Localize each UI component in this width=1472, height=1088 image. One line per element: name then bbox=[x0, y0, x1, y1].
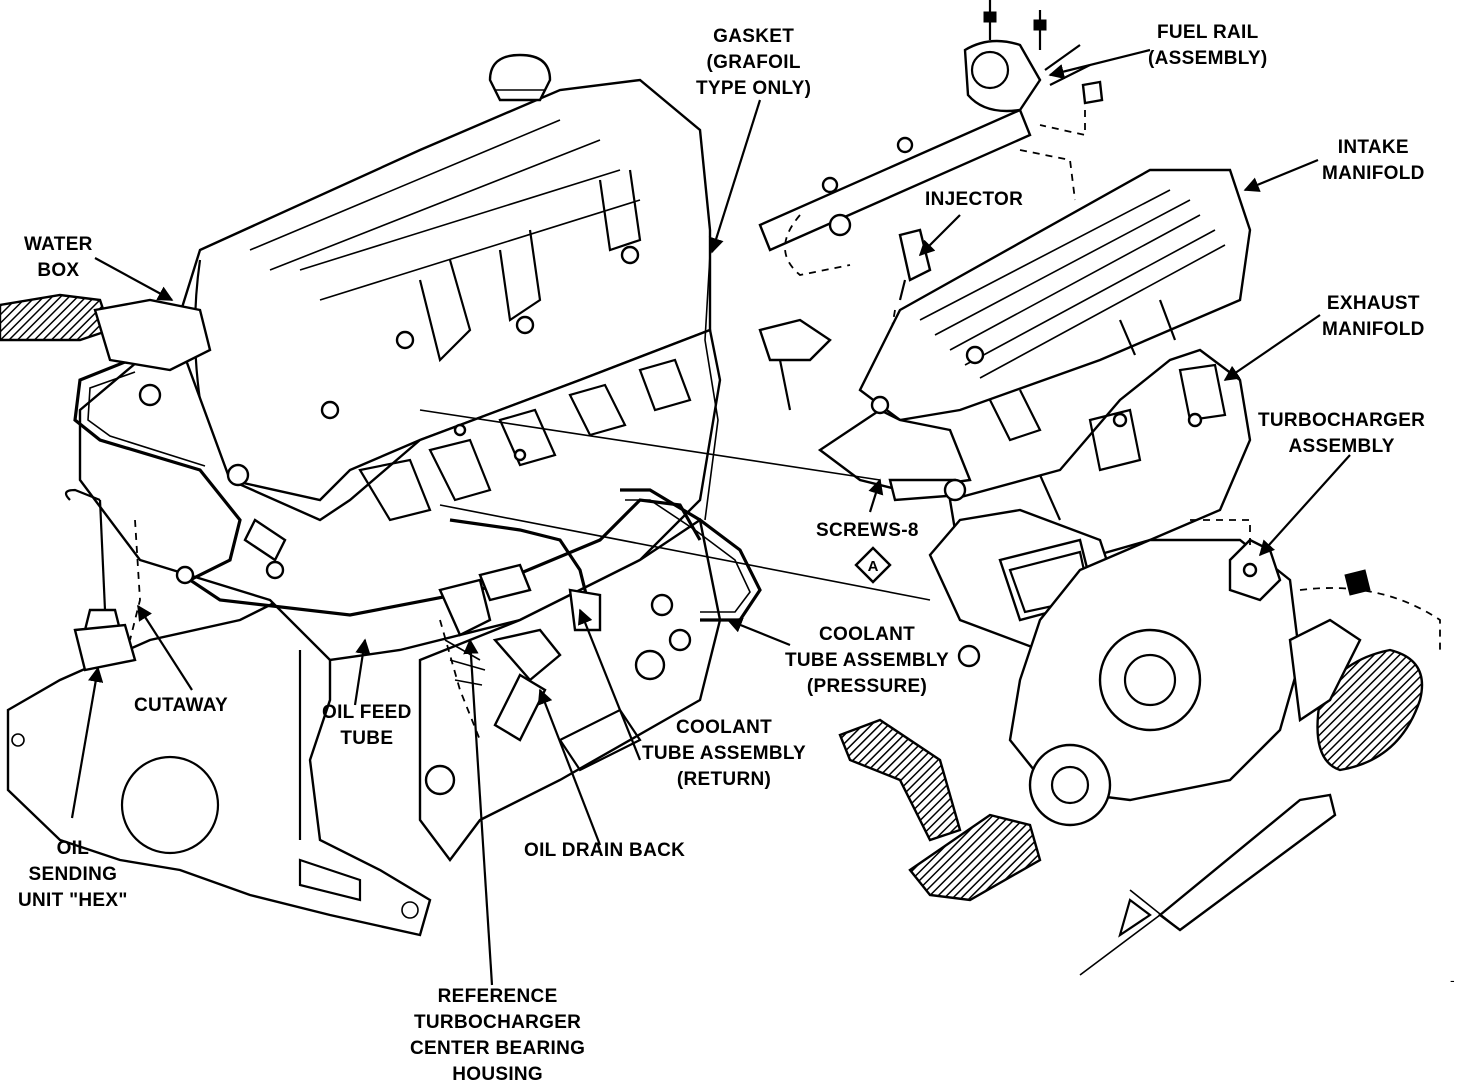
label-coolant-pressure: COOLANT TUBE ASSEMBLY (PRESSURE) bbox=[785, 622, 949, 700]
label-coolant-return-line: COOLANT bbox=[675, 717, 773, 738]
label-cutaway: CUTAWAY bbox=[134, 693, 228, 719]
turbo-hoses-drawing bbox=[838, 718, 1042, 902]
oil-drain-back-drawing bbox=[438, 578, 562, 742]
leader-lines bbox=[70, 48, 1351, 986]
label-water-box-line: BOX bbox=[37, 260, 80, 281]
fuel-rail-drawing bbox=[758, 0, 1104, 276]
label-fuel-rail-line: (ASSEMBLY) bbox=[1148, 48, 1268, 69]
label-coolant-return-line: TUBE ASSEMBLY bbox=[642, 743, 807, 764]
label-reference-housing-line: CENTER BEARING bbox=[410, 1038, 586, 1059]
label-coolant-pressure-line: (PRESSURE) bbox=[806, 676, 928, 697]
screws-callout-diamond: A bbox=[854, 546, 892, 584]
label-intake-manifold-line: MANIFOLD bbox=[1322, 163, 1425, 184]
water-box-drawing bbox=[0, 293, 212, 407]
label-oil-feed-tube: OIL FEED TUBE bbox=[322, 700, 412, 752]
label-oil-sending-unit-line: OIL bbox=[56, 838, 90, 859]
engine-block-side bbox=[418, 518, 722, 862]
screws-callout-letter: A bbox=[868, 558, 879, 575]
label-coolant-return: COOLANT TUBE ASSEMBLY (RETURN) bbox=[642, 715, 806, 793]
label-gasket-line: TYPE ONLY) bbox=[696, 78, 812, 99]
label-coolant-pressure-line: TUBE ASSEMBLY bbox=[785, 650, 950, 671]
label-gasket-line: GASKET bbox=[713, 26, 795, 47]
cylinder-head bbox=[78, 327, 722, 662]
turbocharger-drawing bbox=[928, 508, 1441, 827]
label-oil-feed-tube-line: OIL FEED bbox=[322, 702, 412, 723]
label-fuel-rail-line: FUEL RAIL bbox=[1156, 22, 1259, 43]
label-injector-line: INJECTOR bbox=[925, 189, 1024, 210]
oil-feed-tube-drawing bbox=[73, 343, 702, 617]
label-oil-sending-unit-line: SENDING bbox=[28, 864, 118, 885]
svg-text:-: - bbox=[1450, 972, 1455, 988]
label-coolant-return-line: (RETURN) bbox=[676, 769, 772, 790]
label-gasket: GASKET (GRAFOIL TYPE ONLY) bbox=[696, 24, 811, 102]
oil-sending-unit-drawing bbox=[64, 488, 141, 672]
label-reference-housing: REFERENCE TURBOCHARGER CENTER BEARING HO… bbox=[410, 984, 585, 1088]
label-turbocharger-assembly: TURBOCHARGER ASSEMBLY bbox=[1258, 408, 1425, 460]
label-exhaust-manifold-line: EXHAUST bbox=[1326, 293, 1420, 314]
label-turbocharger-assembly-line: TURBOCHARGER bbox=[1258, 410, 1426, 431]
label-gasket-line: (GRAFOIL bbox=[706, 52, 801, 73]
label-reference-housing-line: REFERENCE bbox=[437, 986, 558, 1007]
label-oil-drain-back: OIL DRAIN BACK bbox=[524, 838, 685, 864]
engine-block bbox=[6, 588, 432, 937]
label-coolant-pressure-line: COOLANT bbox=[818, 624, 916, 645]
label-fuel-rail: FUEL RAIL (ASSEMBLY) bbox=[1148, 20, 1267, 72]
label-oil-feed-tube-line: TUBE bbox=[340, 728, 394, 749]
label-oil-drain-back-line: OIL DRAIN BACK bbox=[524, 840, 686, 861]
label-water-box-line: WATER bbox=[24, 234, 93, 255]
label-exhaust-manifold: EXHAUST MANIFOLD bbox=[1322, 291, 1425, 343]
label-turbocharger-assembly-line: ASSEMBLY bbox=[1288, 436, 1395, 457]
label-intake-manifold-line: INTAKE bbox=[1337, 137, 1409, 158]
label-screws-line: SCREWS-8 bbox=[816, 520, 919, 541]
label-cutaway-line: CUTAWAY bbox=[134, 695, 228, 716]
screws-drawing bbox=[419, 409, 967, 601]
label-screws: SCREWS-8 bbox=[816, 518, 919, 544]
label-water-box: WATER BOX bbox=[24, 232, 93, 284]
label-reference-housing-line: HOUSING bbox=[452, 1064, 543, 1085]
label-oil-sending-unit: OIL SENDING UNIT "HEX" bbox=[18, 836, 128, 914]
intake-manifold-drawing bbox=[758, 168, 1252, 492]
label-injector: INJECTOR bbox=[925, 187, 1023, 213]
label-oil-sending-unit-line: UNIT "HEX" bbox=[18, 890, 128, 911]
label-intake-manifold: INTAKE MANIFOLD bbox=[1322, 135, 1425, 187]
label-reference-housing-line: TURBOCHARGER bbox=[414, 1012, 582, 1033]
label-exhaust-manifold-line: MANIFOLD bbox=[1322, 319, 1425, 340]
turbo-bracket-drawing bbox=[1079, 793, 1337, 976]
